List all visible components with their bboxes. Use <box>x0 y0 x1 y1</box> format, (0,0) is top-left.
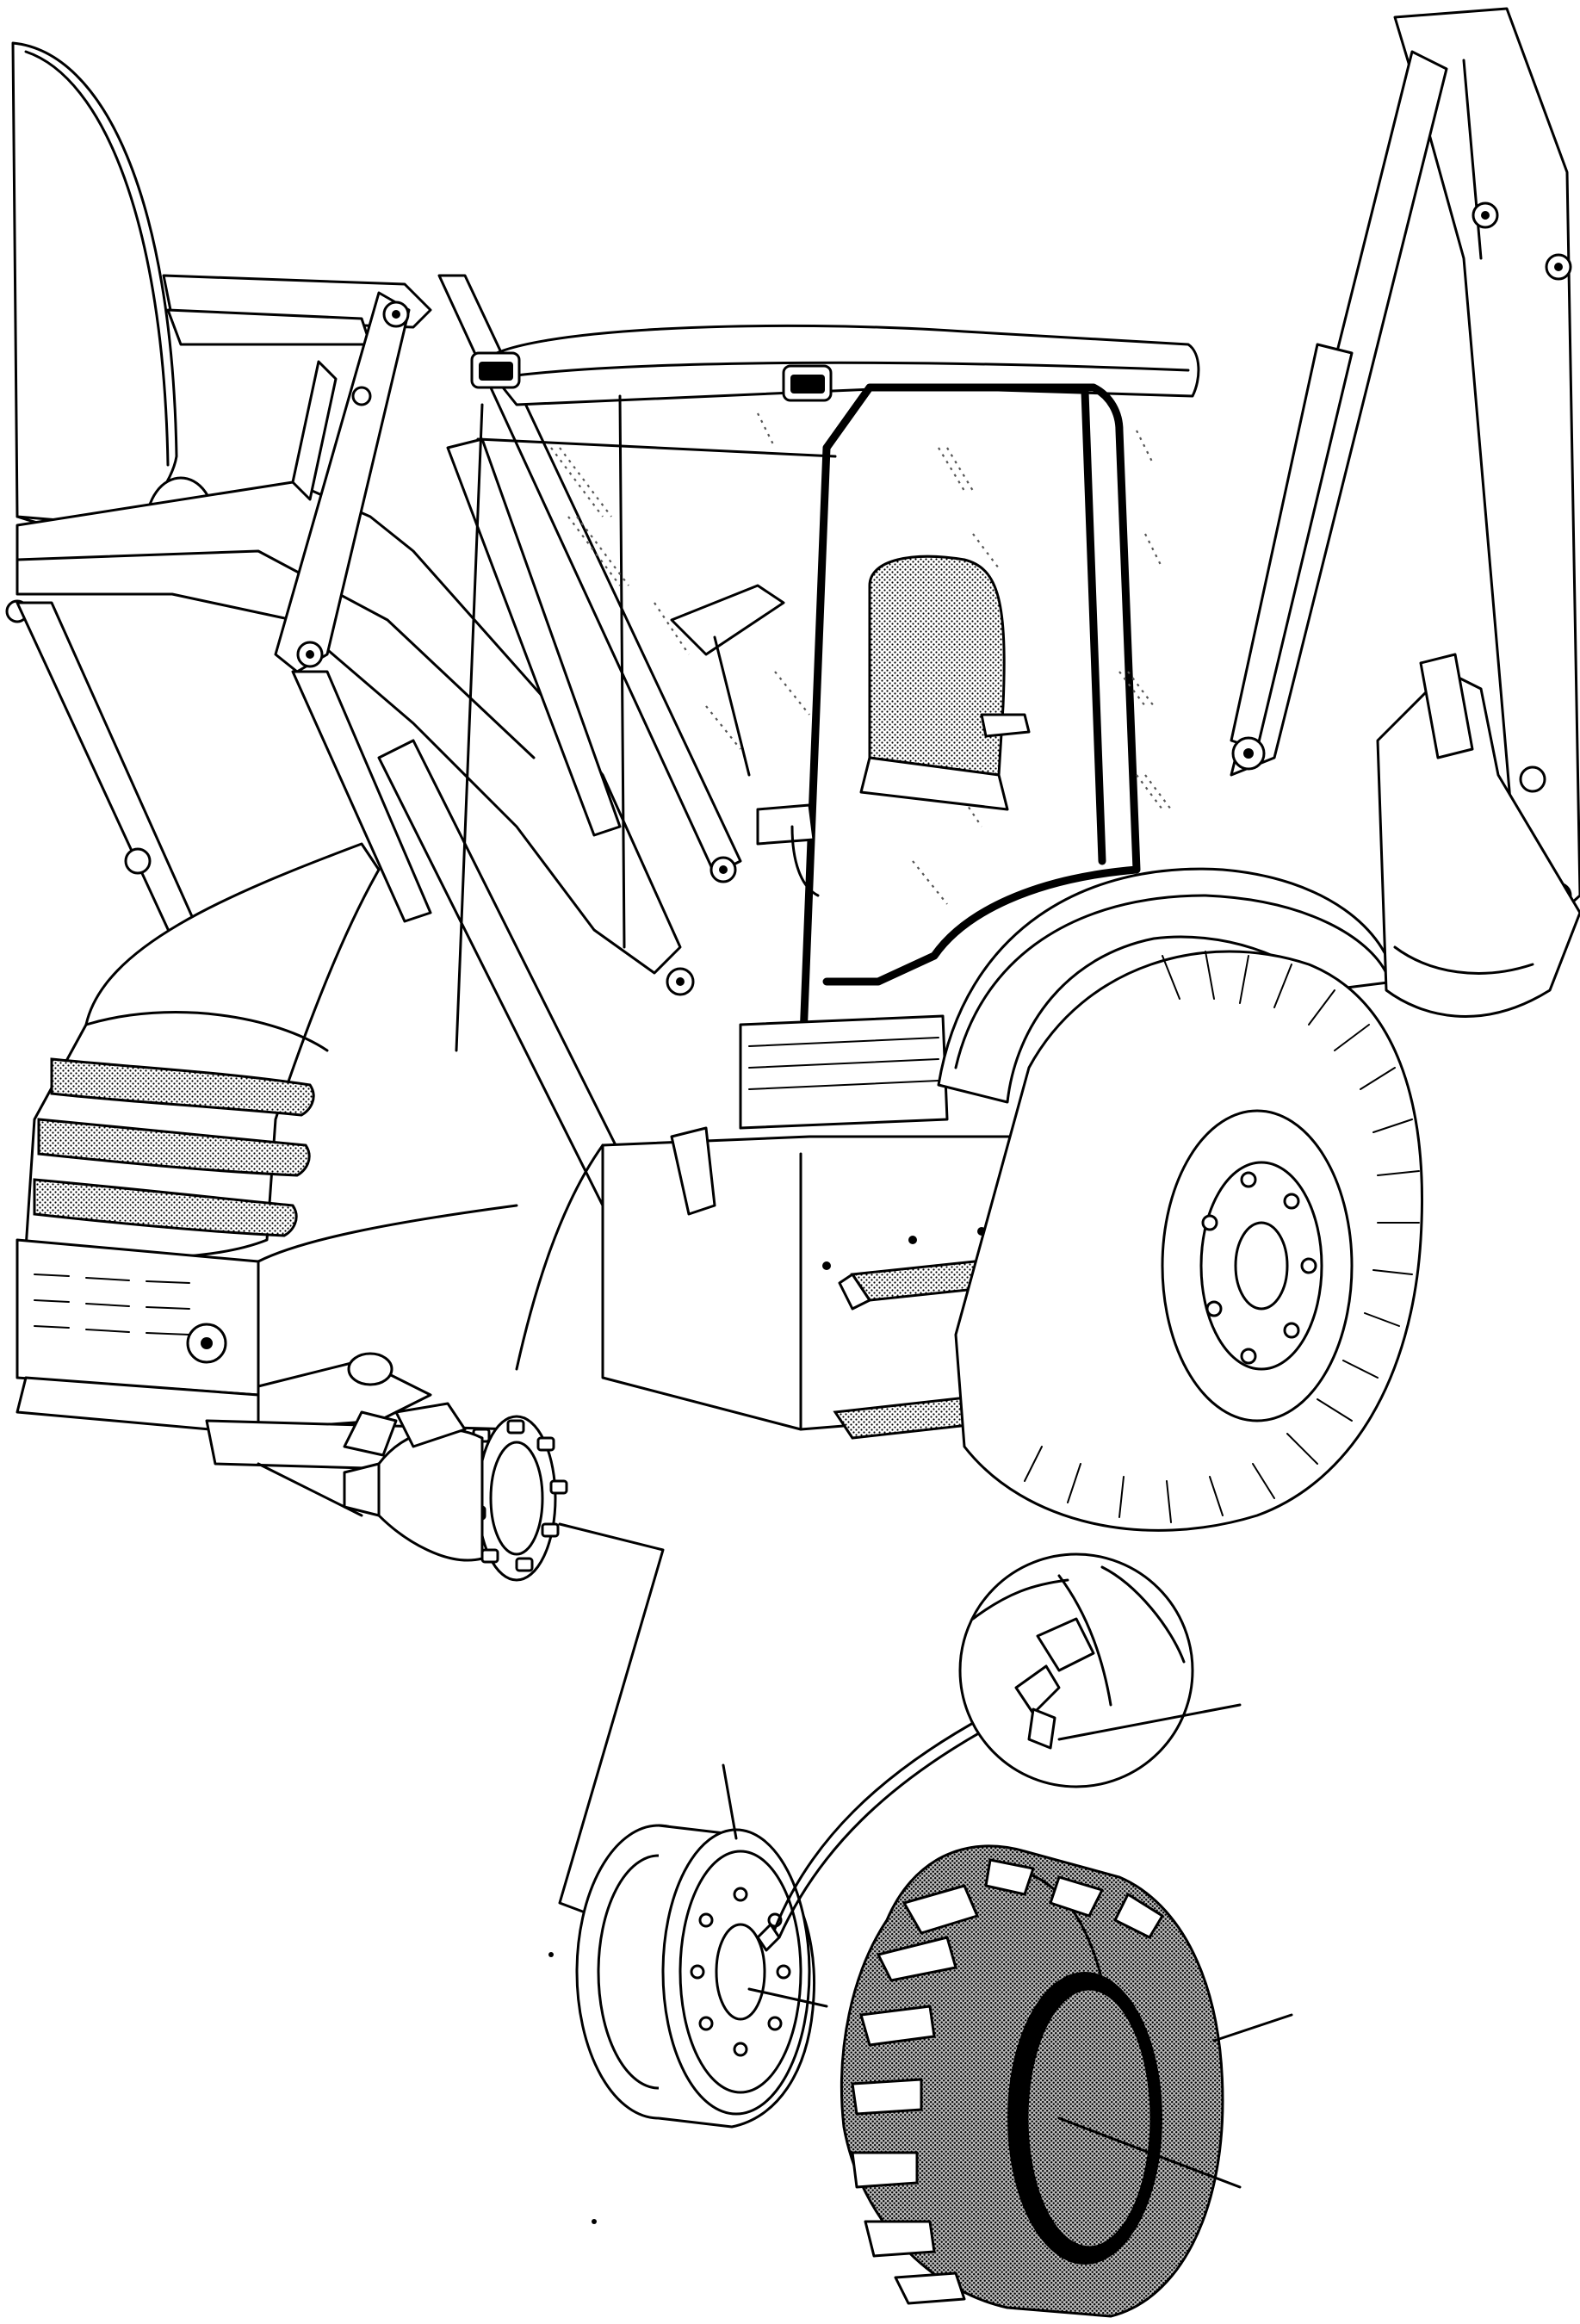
backhoe-loader <box>5 7 1580 1532</box>
loader-arm <box>5 274 742 1249</box>
cab <box>455 324 1200 1130</box>
tire <box>840 1844 1293 2318</box>
leader-hub-to-rim <box>558 1522 665 1918</box>
engine-hood <box>15 842 518 1435</box>
valve-detail <box>773 1552 1242 1939</box>
backhoe-arm <box>1230 7 1580 1018</box>
rim <box>575 1763 828 2129</box>
wheel-hub <box>343 1402 568 1582</box>
chassis <box>205 1126 1036 1517</box>
rear-wheel <box>937 867 1423 1532</box>
